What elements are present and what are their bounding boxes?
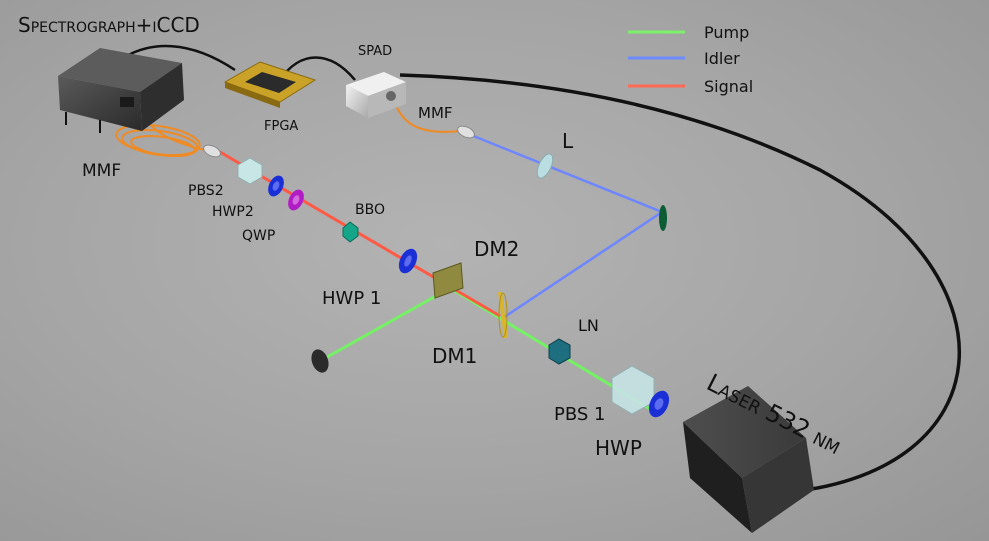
- label-spectrograph: Spectrograph+iCCD: [18, 13, 200, 37]
- legend-idler-label: Idler: [704, 49, 740, 68]
- label-dm2: DM2: [474, 237, 519, 261]
- label-hwp: HWP: [595, 436, 642, 460]
- hwp-waveplate: [648, 390, 670, 418]
- lens-l: [536, 153, 554, 179]
- dm2-mirror: [432, 262, 464, 299]
- label-l: L: [562, 129, 574, 153]
- spad-detector: [346, 72, 406, 118]
- fpga-chip: [223, 61, 317, 108]
- label-hwp1: HWP 1: [322, 288, 381, 309]
- qwp-waveplate: [288, 189, 304, 211]
- label-bbo: BBO: [355, 202, 385, 218]
- fiber-coupler-right: [457, 125, 475, 139]
- label-fpga: FPGA: [264, 119, 298, 134]
- beam-dump: [311, 349, 329, 373]
- label-pbs1: PBS 1: [554, 404, 606, 425]
- hwp1-waveplate: [398, 248, 418, 274]
- dm1-mirror: [498, 291, 508, 339]
- spectrograph-box: [58, 48, 184, 133]
- pump-beam-dump: [321, 286, 451, 362]
- legend-pump-label: Pump: [704, 23, 749, 42]
- label-mmf-right: MMF: [418, 104, 453, 122]
- cable-laser-to-spad: [399, 73, 962, 494]
- label-ln: LN: [578, 316, 599, 335]
- label-qwp: QWP: [242, 228, 275, 244]
- idler-beam-1: [502, 210, 663, 320]
- label-pbs2: PBS2: [188, 183, 224, 199]
- legend: Pump Idler Signal: [628, 23, 753, 96]
- fiber-coupler-left: [203, 144, 221, 158]
- ln-crystal: [548, 338, 571, 365]
- bbo-crystal: [342, 221, 359, 243]
- mirror-green: [659, 205, 667, 231]
- label-mmf-left: MMF: [82, 161, 121, 181]
- label-hwp2: HWP2: [212, 204, 254, 220]
- laser-box: [683, 386, 814, 533]
- pbs2-cube: [237, 157, 263, 185]
- idler-beam-2: [465, 131, 663, 214]
- label-dm1: DM1: [432, 344, 477, 368]
- label-spad: SPAD: [358, 44, 392, 59]
- legend-signal-label: Signal: [704, 77, 753, 96]
- hwp2-waveplate: [268, 175, 284, 197]
